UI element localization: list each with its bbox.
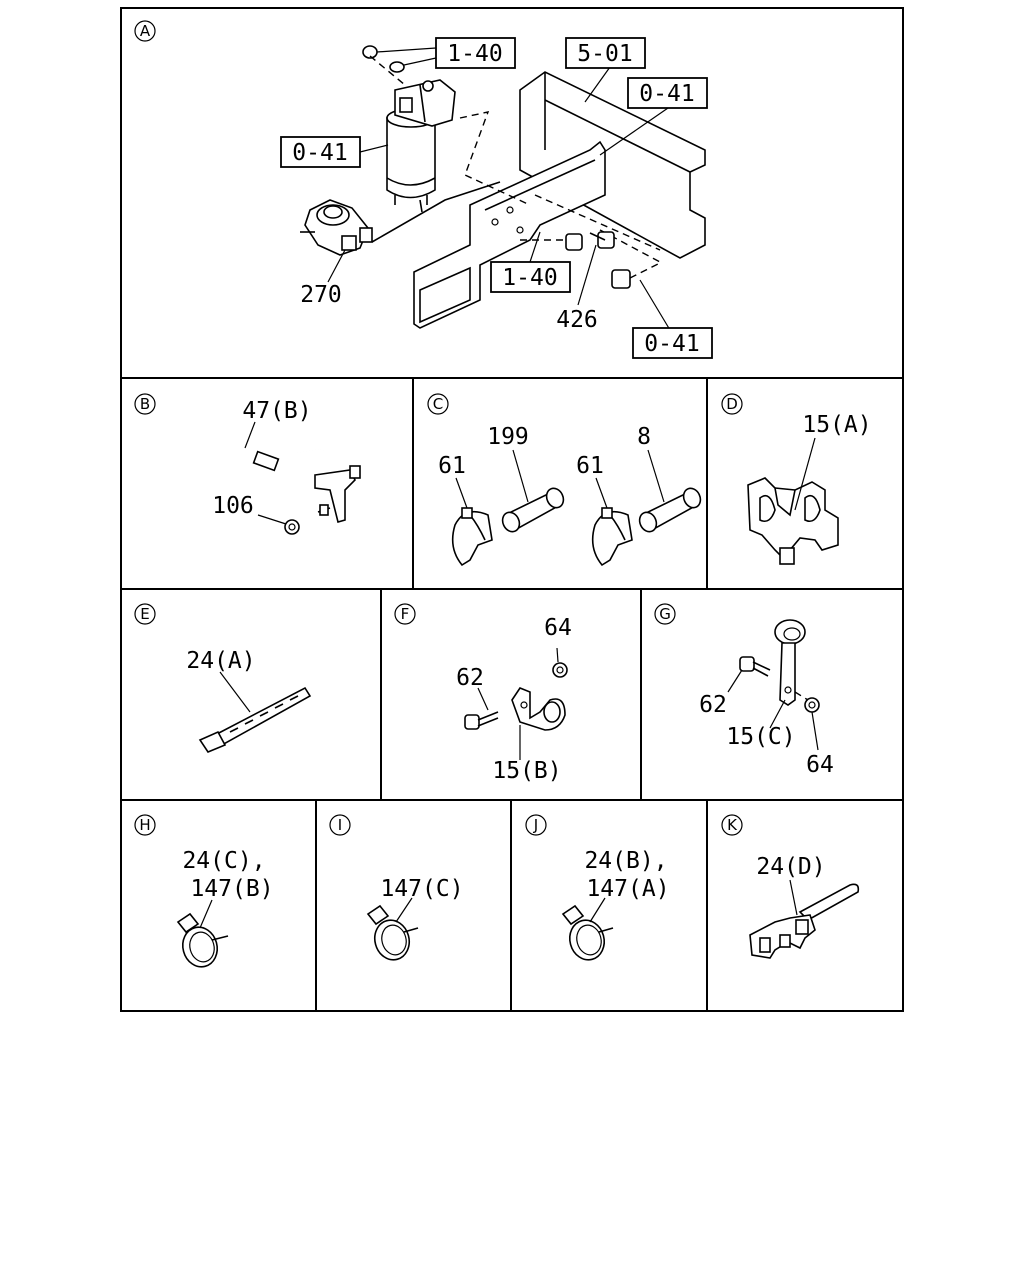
ref-box-0-41-bottom: 0-41: [632, 327, 713, 359]
panel-h-badge: H: [134, 814, 156, 836]
sleeve-8: [638, 449, 702, 533]
part-label-24a: 24(A): [186, 648, 255, 674]
panel-j-badge: J: [525, 814, 547, 836]
leader-15c: [769, 699, 786, 729]
part-label-147b: 147(B): [190, 876, 273, 902]
leader-47b: [244, 421, 256, 449]
pipe-47b: [186, 408, 387, 577]
ref-box-5-01: 5-01: [565, 37, 646, 69]
svg-text:0-41: 0-41: [644, 331, 699, 357]
part-label-24c: 24(C),: [182, 848, 265, 874]
panel-d: D 15(A): [721, 393, 872, 565]
svg-text:F: F: [401, 605, 410, 623]
panel-b: B 47(B) 106: [134, 393, 387, 577]
panel-c-badge: C: [427, 393, 449, 415]
svg-text:J: J: [533, 816, 538, 834]
ref-box-0-41-left: 0-41: [280, 136, 361, 168]
fuel-filter: [386, 79, 456, 213]
part-label-24b: 24(B),: [584, 848, 667, 874]
panel-f: F 64 62 15(B): [394, 603, 572, 784]
panel-grid: [120, 7, 904, 1012]
part-label-426: 426: [556, 307, 598, 333]
panel-j: J 24(B), 147(A): [525, 814, 670, 961]
svg-text:K: K: [727, 816, 738, 834]
clamp-15b: [511, 687, 566, 731]
panel-h: H 24(C), 147(B): [134, 814, 274, 968]
frame-rail: [519, 71, 706, 259]
svg-text:1-40: 1-40: [502, 265, 557, 291]
ref-leaders: [359, 66, 669, 156]
panel-a: A: [134, 20, 713, 359]
part-label-199: 199: [487, 424, 529, 450]
clip-15a: [747, 437, 839, 565]
part-label-64-f: 64: [544, 615, 572, 641]
svg-text:E: E: [140, 605, 149, 623]
part-label-47b: 47(B): [242, 398, 311, 424]
panel-a-letter: A: [140, 22, 151, 40]
bolt-62-f: [464, 687, 499, 730]
top-fasteners: [362, 45, 437, 86]
svg-text:B: B: [140, 395, 150, 413]
panel-i: I 147(C): [329, 814, 464, 961]
panel-e-badge: E: [134, 603, 156, 625]
priming-pump: [300, 199, 373, 283]
panel-f-badge: F: [394, 603, 416, 625]
part-label-62-f: 62: [456, 665, 484, 691]
clamp-15c: [774, 619, 806, 706]
fuel-lines: [371, 111, 661, 263]
ref-box-1-40-bottom: 1-40: [490, 261, 571, 293]
cable-tie-24d: [749, 879, 860, 959]
panel-a-badge: A: [134, 20, 156, 42]
panel-b-badge: B: [134, 393, 156, 415]
part-label-62-g: 62: [699, 692, 727, 718]
panel-c: C 199 8 61: [427, 393, 702, 567]
part-label-106: 106: [212, 493, 254, 519]
hose-clamp-i: [366, 897, 419, 961]
part-label-15b: 15(B): [492, 758, 561, 784]
panel-g-badge: G: [654, 603, 676, 625]
panel-i-badge: I: [329, 814, 351, 836]
part-label-64-g: 64: [806, 752, 834, 778]
panel-k-badge: K: [721, 814, 743, 836]
ref-box-0-41-right: 0-41: [627, 77, 708, 109]
part-label-24d: 24(D): [756, 854, 825, 880]
part-label-8: 8: [637, 424, 651, 450]
svg-text:5-01: 5-01: [577, 41, 632, 67]
nut-64-g: [794, 691, 820, 751]
svg-text:H: H: [139, 816, 150, 834]
nut-bolt-106: [257, 504, 331, 535]
sleeve-199: [501, 449, 565, 533]
bolts-a: [529, 231, 671, 331]
part-label-270: 270: [300, 282, 342, 308]
svg-text:C: C: [433, 395, 443, 413]
hose-clamp-h: [176, 899, 229, 968]
clamp-61-right: [591, 477, 633, 567]
ref-box-1-40-top: 1-40: [435, 37, 516, 69]
part-label-15c: 15(C): [726, 724, 795, 750]
part-label-147a: 147(A): [586, 876, 669, 902]
svg-text:G: G: [659, 605, 671, 623]
part-label-15a: 15(A): [802, 412, 871, 438]
svg-text:0-41: 0-41: [639, 81, 694, 107]
cable-tie-24a: [198, 671, 312, 753]
svg-text:I: I: [338, 816, 342, 834]
nut-64-f: [552, 647, 568, 678]
svg-text:D: D: [726, 395, 738, 413]
hose-clamp-j: [561, 897, 614, 961]
svg-text:0-41: 0-41: [292, 140, 347, 166]
panel-e: E 24(A): [134, 603, 312, 753]
part-label-61-right: 61: [576, 453, 604, 479]
mounting-bracket: [413, 140, 606, 329]
svg-text:1-40: 1-40: [447, 41, 502, 67]
panel-d-badge: D: [721, 393, 743, 415]
bolt-62-g: [727, 656, 771, 693]
clamp-61-left: [451, 477, 493, 567]
part-label-147c: 147(C): [380, 876, 463, 902]
panel-k: K 24(D): [721, 814, 860, 959]
part-label-61-left: 61: [438, 453, 466, 479]
panel-g: G 62 15(C) 64: [654, 603, 834, 778]
